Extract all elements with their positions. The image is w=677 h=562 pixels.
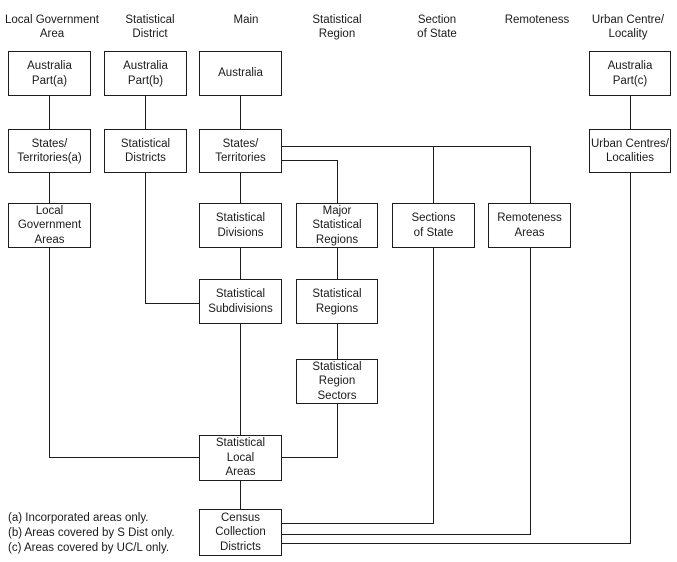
connector-line [240, 96, 241, 129]
node-sections-of-state: Sections of State [392, 203, 475, 248]
connector-line [433, 146, 434, 203]
column-header-main: Main [233, 14, 259, 26]
connector-line [49, 248, 50, 457]
connector-line [240, 248, 241, 279]
node-statistical-region-sectors: Statistical Region Sectors [296, 359, 378, 404]
connector-line [49, 457, 200, 458]
connector-line [145, 96, 146, 129]
node-australia-part-a: Australia Part(a) [8, 51, 91, 96]
column-header-statistical-region: Statistical Region [312, 14, 362, 40]
footnote-b: (b) Areas covered by S Dist only. [8, 527, 175, 539]
connector-line [49, 173, 50, 203]
node-census-collection-districts: Census Collection Districts [199, 509, 282, 556]
node-major-statistical-regions: Major Statistical Regions [296, 203, 378, 248]
footnote-a: (a) Incorporated areas only. [8, 512, 149, 524]
connector-line [240, 481, 241, 509]
connector-line [145, 303, 200, 304]
connector-line [337, 324, 338, 359]
connector-line [240, 324, 241, 435]
node-statistical-divisions: Statistical Divisions [199, 203, 282, 248]
node-australia-part-b: Australia Part(b) [104, 51, 187, 96]
node-statistical-subdivisions: Statistical Subdivisions [199, 279, 282, 324]
column-header-local-government-area: Local Government Area [5, 14, 99, 40]
node-statistical-regions: Statistical Regions [296, 279, 378, 324]
node-australia-part-c: Australia Part(c) [589, 51, 671, 96]
column-header-statistical-district: Statistical District [125, 14, 175, 40]
connector-line [337, 404, 338, 457]
node-statistical-local-areas: Statistical Local Areas [199, 435, 282, 481]
connector-line [282, 543, 631, 544]
node-local-government-areas: Local Government Areas [8, 203, 91, 248]
connector-line [530, 248, 531, 534]
connector-line [282, 146, 531, 147]
connector-line [630, 173, 631, 543]
footnotes: (a) Incorporated areas only. (b) Areas c… [8, 511, 175, 556]
connector-line [282, 457, 338, 458]
column-header-section-of-state: Section of State [417, 14, 457, 40]
connector-line [240, 173, 241, 203]
connector-line [282, 534, 531, 535]
node-states-territories: States/ Territories [199, 129, 282, 173]
connector-line [630, 96, 631, 129]
node-statistical-districts: Statistical Districts [104, 129, 187, 173]
connector-line [337, 160, 338, 203]
node-australia: Australia [199, 51, 282, 96]
column-header-urban-centre-locality: Urban Centre/ Locality [591, 14, 665, 40]
connector-line [145, 173, 146, 303]
connector-line [530, 146, 531, 203]
column-header-remoteness: Remoteness [504, 14, 570, 26]
node-urban-centres-localities: Urban Centres/ Localities [589, 129, 671, 173]
connector-line [337, 248, 338, 279]
connector-line [49, 96, 50, 129]
node-states-territories-a: States/ Territories(a) [8, 129, 91, 173]
connector-line [433, 248, 434, 523]
connector-line [282, 160, 338, 161]
node-remoteness-areas: Remoteness Areas [488, 203, 571, 248]
connector-line [282, 523, 434, 524]
footnote-c: (c) Areas covered by UC/L only. [8, 542, 170, 554]
